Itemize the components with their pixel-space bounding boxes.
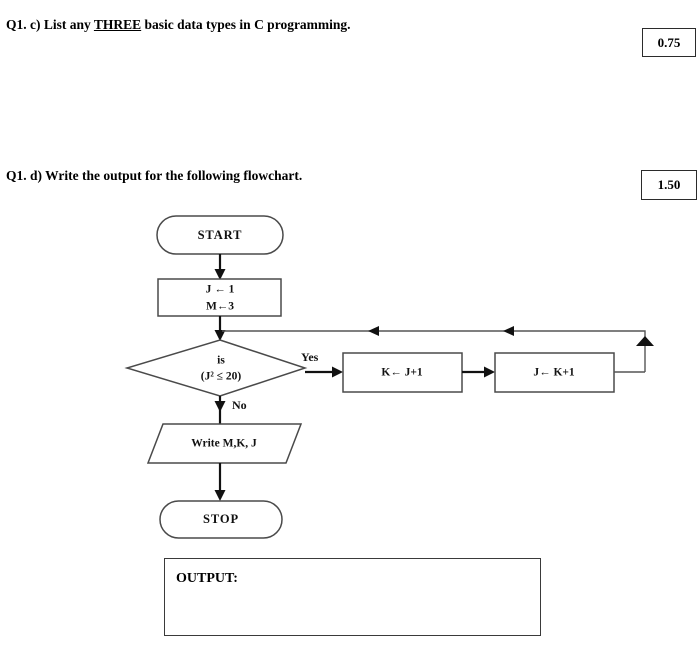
flowchart-node-write [146, 423, 303, 464]
question-1c-emphasis: THREE [93, 17, 142, 32]
arrowhead-start-to-init [214, 269, 226, 280]
output-answer-box[interactable] [164, 558, 541, 636]
arrowhead-loop-left-2 [368, 326, 379, 336]
flowchart-node-decision-line2: (J² ≤ 20) [201, 371, 242, 383]
flowchart-node-write-label: Write M,K, J [191, 438, 257, 450]
marks-box-q1c: 0.75 [642, 28, 696, 57]
question-1c-text-before: List any [43, 17, 91, 32]
marks-box-q1d: 1.50 [641, 170, 697, 200]
flowchart-node-init [157, 278, 282, 317]
flowchart-node-box-j [494, 352, 615, 393]
arrowhead-init-to-decision [214, 330, 226, 341]
arrowhead-loop-left-1 [503, 326, 514, 336]
flowchart-node-stop [159, 500, 283, 539]
arrowhead-loop-up [636, 336, 654, 346]
question-1c-text: Q1. c) List any THREE basic data types i… [6, 17, 351, 33]
flowchart-node-box-k-label: K← J+1 [381, 367, 423, 379]
question-1c-text-after: basic data types in C programming. [144, 17, 351, 32]
connector-loop-back [222, 330, 646, 372]
flowchart-node-decision [124, 339, 308, 397]
flowchart-node-start-label: START [198, 228, 243, 242]
arrowhead-write-to-stop [214, 490, 226, 501]
flowchart-edge-label-no: No [232, 398, 247, 412]
arrowhead-decision-no [214, 401, 226, 412]
flowchart-node-box-k [342, 352, 463, 393]
flowchart-node-init-line1: J ← 1 [206, 284, 235, 296]
question-1d-text: Q1. d) Write the output for the followin… [6, 168, 302, 184]
arrowhead-boxk-to-boxj [484, 366, 495, 378]
question-1d-prefix: Q1. d) [6, 168, 43, 183]
flowchart-node-stop-label: STOP [203, 512, 239, 526]
question-1d-body: Write the output for the following flowc… [45, 168, 303, 183]
flowchart-node-box-j-label: J← K+1 [533, 367, 575, 379]
arrowhead-decision-yes [332, 366, 343, 378]
flowchart-node-init-line2: M←3 [206, 301, 234, 313]
flowchart-edge-label-yes: Yes [301, 350, 319, 364]
question-1c-prefix: Q1. c) [6, 17, 41, 32]
flowchart-diagram: START J ← 1 M←3 is (J² ≤ 20) Yes K← J+1 … [124, 215, 654, 539]
flowchart-node-decision-line1: is [217, 355, 225, 367]
output-label: OUTPUT: [176, 571, 238, 586]
